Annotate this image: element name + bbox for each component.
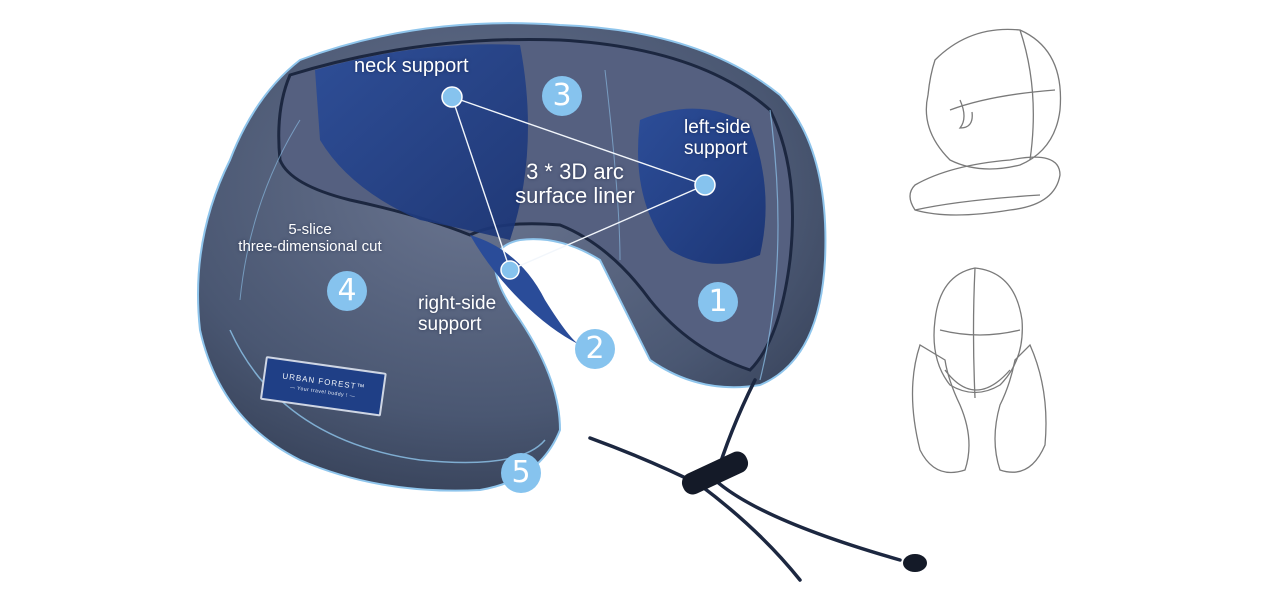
right-side-label-line2: support (418, 313, 482, 335)
badge-3: 3 (542, 76, 582, 116)
arc-liner-label-line1: 3 * 3D arc (526, 159, 624, 184)
arc-liner-label-line2: surface liner (515, 183, 635, 209)
badge-4: 4 (327, 271, 367, 311)
callout-dots (441, 86, 716, 280)
left-side-label-line2: support (684, 137, 748, 159)
callout-lines (451, 96, 706, 271)
sketch-side-view (909, 28, 1062, 216)
right-side-dot (500, 260, 520, 280)
pillow-body (197, 22, 827, 492)
arc-liner-label: 3 * 3D arc surface liner (490, 159, 660, 209)
neck-support-label: neck support (354, 55, 469, 77)
sketch-front-view (911, 267, 1047, 474)
left-side-dot (694, 174, 716, 196)
right-side-support-label: right-side support (418, 293, 497, 336)
left-side-support-label: left-side support (684, 117, 751, 160)
slice-cut-label-line2: three-dimensional cut (238, 237, 382, 255)
cord-toggle (681, 451, 927, 572)
badge-5: 5 (501, 453, 541, 493)
neck-support-dot (441, 86, 463, 108)
slice-cut-label: 5-slice three-dimensional cut (200, 221, 420, 255)
badge-2: 2 (575, 329, 615, 369)
drawstring-cord (588, 378, 902, 582)
right-side-label-line1: right-side (418, 293, 497, 314)
badge-1: 1 (698, 282, 738, 322)
slice-cut-label-line1: 5-slice (288, 221, 332, 238)
left-side-label-line1: left-side (684, 117, 751, 138)
